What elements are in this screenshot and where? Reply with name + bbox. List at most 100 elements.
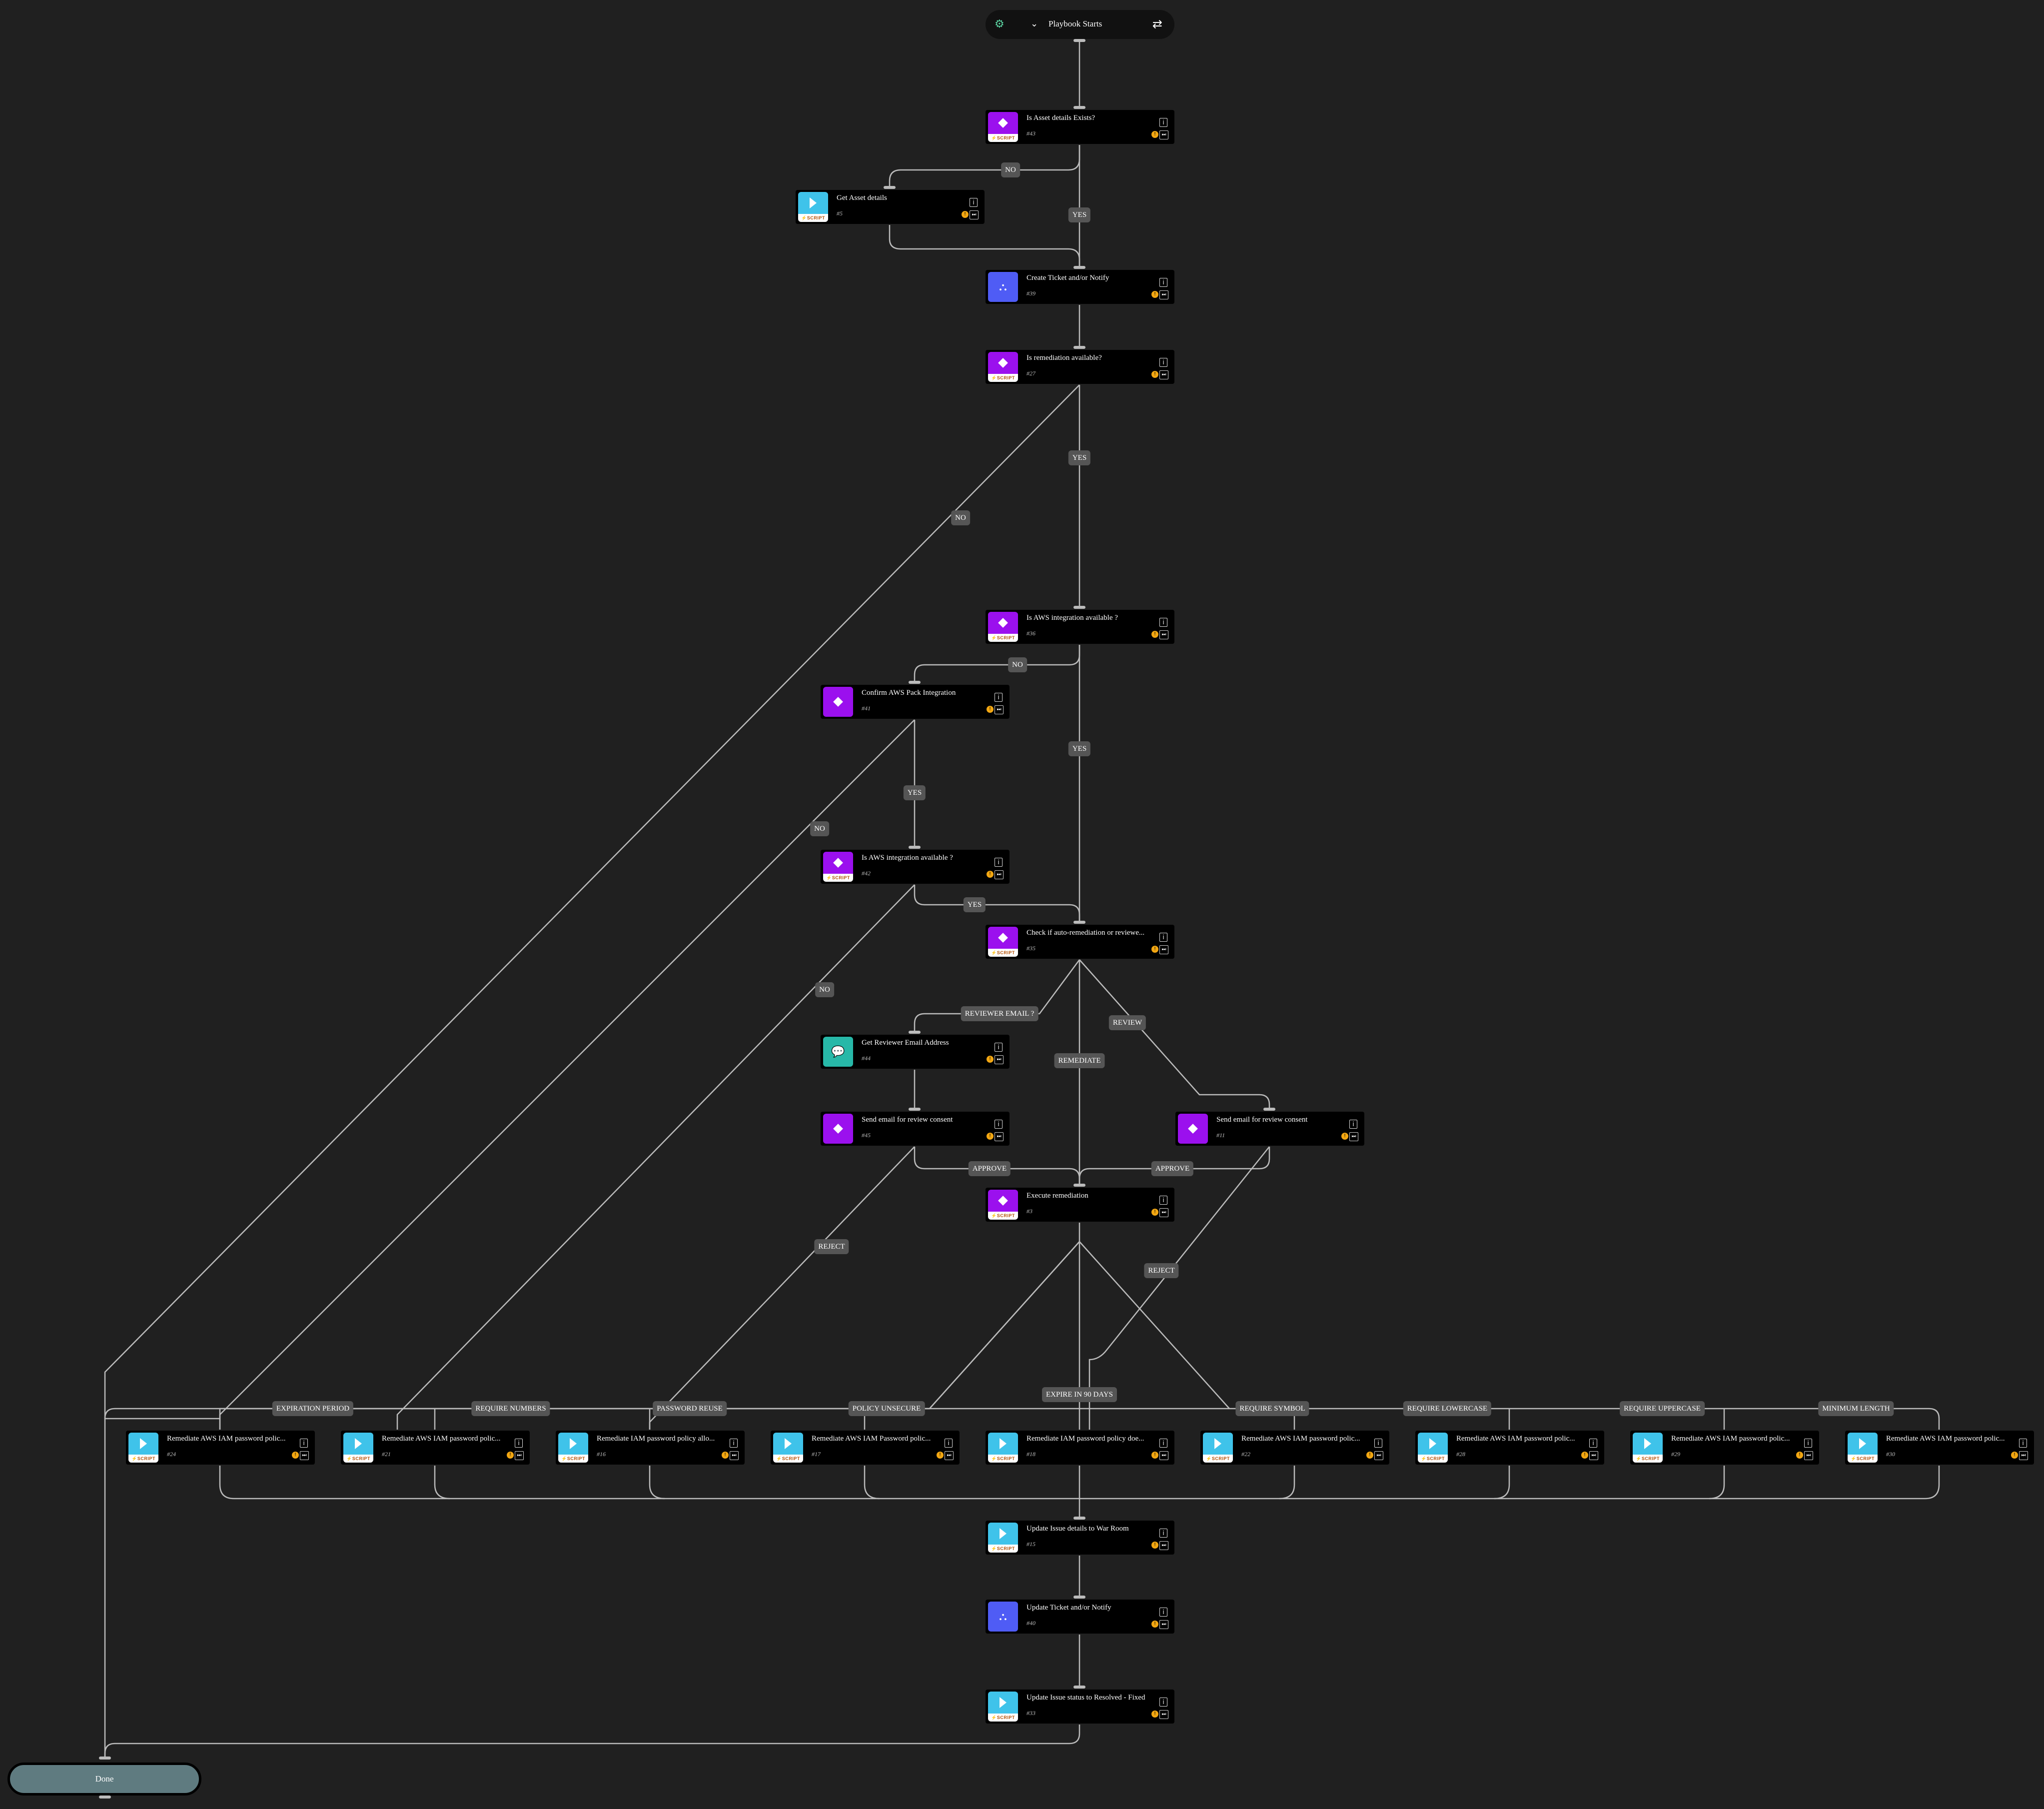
script-icon: ⚡SCRIPT: [343, 1433, 373, 1463]
info-icon[interactable]: i: [515, 1439, 523, 1448]
skip-icon[interactable]: ⏭: [1589, 1451, 1598, 1460]
skip-icon[interactable]: ⏭: [2019, 1451, 2028, 1460]
skip-icon[interactable]: ⏭: [945, 1451, 954, 1460]
info-icon[interactable]: i: [1159, 1608, 1167, 1617]
edge: [104, 1725, 1080, 1760]
skip-icon[interactable]: ⏭: [1159, 370, 1168, 379]
skip-icon[interactable]: ⏭: [1159, 290, 1168, 299]
info-icon[interactable]: i: [995, 1043, 1003, 1052]
skip-icon[interactable]: ⏭: [995, 1055, 1004, 1064]
skip-icon[interactable]: ⏭: [1804, 1451, 1813, 1460]
task-node[interactable]: ⚡SCRIPT Remediate AWS IAM password polic.…: [1415, 1431, 1604, 1465]
info-icon[interactable]: i: [945, 1439, 953, 1448]
info-icon[interactable]: i: [1159, 933, 1167, 942]
skip-icon[interactable]: ⏭: [1159, 630, 1168, 639]
info-icon[interactable]: i: [1159, 358, 1167, 367]
edge-label: REQUIRE UPPERCASE: [1620, 1401, 1705, 1416]
skip-icon[interactable]: ⏭: [970, 210, 979, 219]
info-icon[interactable]: i: [1159, 278, 1167, 287]
info-icon[interactable]: i: [1349, 1120, 1357, 1129]
port: [909, 846, 921, 849]
task-title: Remediate IAM password policy doe...: [1026, 1435, 1144, 1443]
port: [1073, 1596, 1085, 1599]
swap-arrows-icon[interactable]: ⇄: [1152, 17, 1162, 31]
info-icon[interactable]: i: [995, 858, 1003, 867]
task-number: #33: [1026, 1710, 1035, 1717]
info-icon[interactable]: i: [300, 1439, 308, 1448]
skip-icon[interactable]: ⏭: [995, 870, 1004, 879]
info-icon[interactable]: i: [1159, 1439, 1167, 1448]
chevron-down-icon[interactable]: ⌄: [1030, 18, 1038, 29]
skip-icon[interactable]: ⏭: [1159, 1451, 1168, 1460]
info-icon[interactable]: i: [995, 693, 1003, 702]
skip-icon[interactable]: ⏭: [1159, 945, 1168, 954]
task-number: #42: [862, 870, 871, 877]
task-title: Send email for review consent: [862, 1116, 953, 1124]
warning-status-icon: !: [1151, 371, 1158, 378]
task-title: Is AWS integration available ?: [1026, 614, 1118, 622]
skip-icon[interactable]: ⏭: [995, 1132, 1004, 1141]
playbook-start-node[interactable]: ⚙ ⌄ Playbook Starts ⇄: [986, 10, 1174, 39]
warning-status-icon: !: [1151, 1452, 1158, 1459]
port: [1073, 266, 1085, 269]
info-icon[interactable]: i: [1159, 1196, 1167, 1205]
skip-icon[interactable]: ⏭: [1349, 1132, 1358, 1141]
info-icon[interactable]: i: [1804, 1439, 1812, 1448]
info-icon[interactable]: i: [1589, 1439, 1597, 1448]
script-icon: ⚡SCRIPT: [988, 1692, 1018, 1722]
skip-icon[interactable]: ⏭: [1159, 130, 1168, 139]
skip-icon[interactable]: ⏭: [1159, 1620, 1168, 1629]
info-icon[interactable]: i: [1374, 1439, 1382, 1448]
task-title: Remediate AWS IAM password polic...: [1456, 1435, 1575, 1443]
skip-icon[interactable]: ⏭: [300, 1451, 309, 1460]
skip-icon[interactable]: ⏭: [995, 705, 1004, 714]
info-icon[interactable]: i: [970, 198, 978, 207]
done-node[interactable]: Done: [7, 1763, 201, 1796]
task-title: Check if auto-remediation or reviewe...: [1026, 929, 1145, 937]
port: [1073, 1517, 1085, 1520]
edge-label: YES: [963, 897, 986, 912]
edge: [104, 1241, 1080, 1430]
info-icon[interactable]: i: [730, 1439, 738, 1448]
info-icon[interactable]: i: [1159, 1698, 1167, 1707]
info-icon[interactable]: i: [2019, 1439, 2027, 1448]
skip-icon[interactable]: ⏭: [1159, 1541, 1168, 1550]
info-icon[interactable]: i: [995, 1120, 1003, 1129]
info-icon[interactable]: i: [1159, 118, 1167, 127]
script-icon: ⚡SCRIPT: [1418, 1433, 1448, 1463]
task-title: Update Issue details to War Room: [1026, 1525, 1129, 1533]
skip-icon[interactable]: ⏭: [515, 1451, 524, 1460]
edge: [914, 959, 1080, 1034]
info-icon[interactable]: i: [1159, 618, 1167, 627]
skip-icon[interactable]: ⏭: [1159, 1208, 1168, 1217]
port: [909, 1108, 921, 1111]
info-icon[interactable]: i: [1159, 1529, 1167, 1538]
edge: [434, 1466, 450, 1500]
skip-icon[interactable]: ⏭: [1159, 1710, 1168, 1719]
skip-icon[interactable]: ⏭: [1374, 1451, 1383, 1460]
skip-icon[interactable]: ⏭: [730, 1451, 739, 1460]
